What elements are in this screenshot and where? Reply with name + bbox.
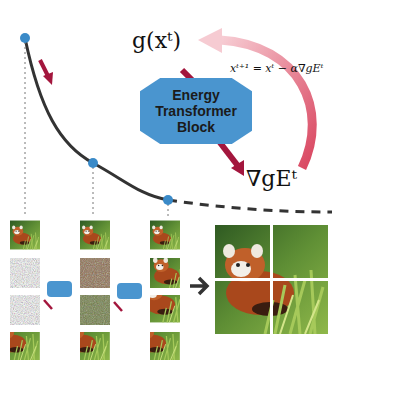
mini-blocks	[44, 281, 142, 311]
illustration-part	[10, 221, 40, 250]
block-label: Energy Transformer Block	[151, 87, 241, 135]
illustration-part	[80, 258, 110, 288]
math-label: g(xᵗ)	[132, 28, 181, 53]
illustration-part	[150, 221, 180, 250]
illustration-part	[10, 295, 40, 325]
update-arrow-head	[198, 28, 222, 53]
illustration-part	[0, 316, 40, 360]
illustration-part	[141, 276, 189, 323]
energy-curve-dashed	[168, 200, 332, 212]
illustration-part	[150, 221, 180, 250]
output-arrow-head	[231, 160, 244, 176]
illustration-part	[150, 251, 192, 292]
illustration-part	[0, 316, 40, 360]
illustration-part	[80, 221, 110, 250]
descent-arrow	[40, 60, 48, 76]
patch-column-3	[134, 221, 192, 360]
illustration-part	[215, 278, 328, 281]
math-label: ∇gEᵗ	[246, 166, 297, 191]
illustration-part	[10, 258, 40, 288]
illustration-part	[88, 158, 98, 168]
illustration-part	[47, 281, 72, 297]
illustration-part	[44, 300, 52, 309]
illustration-part	[10, 221, 40, 250]
illustration-part	[93, 167, 94, 216]
octagon-fill	[140, 78, 252, 144]
illustration-part	[134, 316, 180, 360]
illustration-part	[215, 225, 328, 334]
descent-arrow-head	[43, 72, 53, 85]
illustration-part	[114, 302, 122, 311]
illustration-part	[20, 33, 30, 43]
illustration-part	[64, 316, 110, 360]
illustration-part	[117, 283, 142, 299]
illustration-part	[163, 195, 173, 205]
result-arrow	[190, 278, 207, 294]
illustration-part	[80, 295, 110, 325]
illustration-part	[64, 316, 110, 360]
reconstructed-image	[215, 225, 328, 334]
illustration-part	[168, 204, 169, 216]
patch-grid-lines	[215, 225, 328, 334]
illustration-part	[80, 295, 110, 325]
illustration-part	[150, 251, 192, 292]
illustration-part	[80, 221, 110, 250]
patch-column-1	[0, 221, 40, 360]
illustration-part	[134, 316, 180, 360]
illustration-part	[215, 225, 328, 334]
illustration-part	[141, 276, 189, 323]
transformer-block: Energy Transformer Block	[140, 78, 252, 144]
illustration-part	[80, 258, 110, 288]
illustration-part	[25, 42, 26, 216]
math-label: xᵗ⁺¹ = xᵗ − α∇gEᵗ	[230, 62, 323, 75]
